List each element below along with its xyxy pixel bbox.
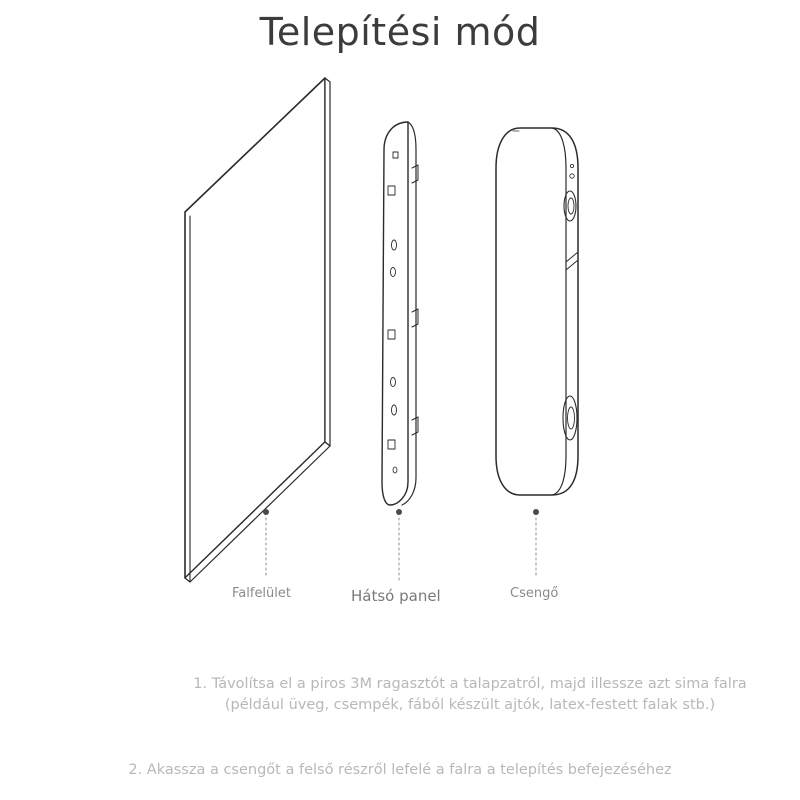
wall-surface [184,77,331,583]
back-panel-label: Hátsó panel [351,587,441,605]
step-1-line-1: 1. Távolítsa el a piros 3M ragasztót a t… [193,676,747,692]
leader-lines [265,517,537,581]
step-1-line-2: (például üveg, csempék, fából készült aj… [224,697,716,713]
back-panel [381,121,419,506]
doorbell-leader-dot [533,509,539,515]
doorbell-device [495,127,579,496]
step-1-instruction: 1. Távolítsa el a piros 3M ragasztót a t… [150,674,790,716]
panel-leader-dot [396,509,402,515]
leader-dots [263,509,539,515]
wall-leader-dot [263,509,269,515]
page-title: Telepítési mód [259,10,541,54]
step-2-instruction: 2. Akassza a csengőt a felső részről lef… [60,760,740,781]
doorbell-label: Csengő [510,586,559,601]
wall-label: Falfelület [232,586,291,601]
step-2-line-1: 2. Akassza a csengőt a felső részről lef… [128,762,672,778]
